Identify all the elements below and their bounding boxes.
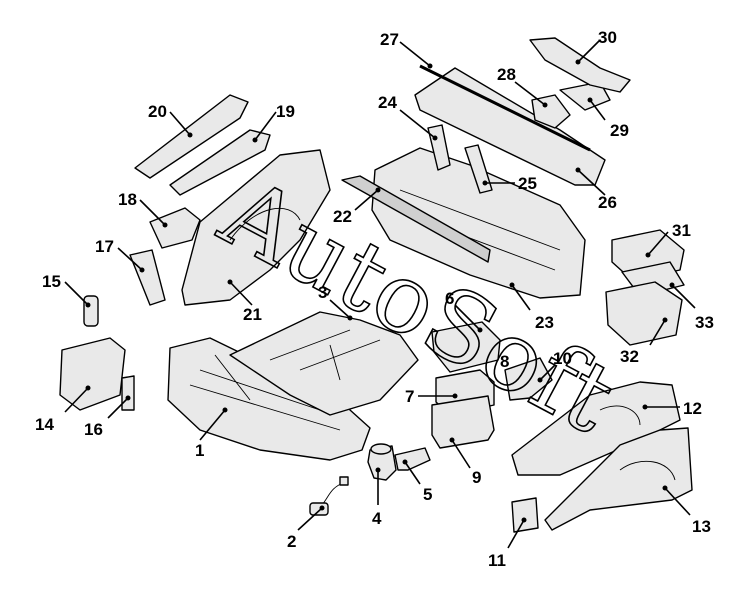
part-32-tray	[605, 281, 683, 346]
part-19-rail	[169, 129, 271, 196]
part-12-wheelhouse-upper	[511, 381, 681, 476]
callout-6: 6	[445, 289, 454, 308]
part-3-center-floor	[229, 311, 419, 416]
callout-15: 15	[42, 272, 61, 291]
part-6-battery-tray	[431, 321, 501, 373]
part-30-frame	[529, 37, 631, 93]
part-14-reservoir	[59, 337, 126, 411]
part-4-pump	[367, 443, 397, 481]
part-10-latch	[504, 357, 553, 401]
callout-31: 31	[672, 221, 691, 240]
callout-30: 30	[598, 28, 617, 47]
callout-labels: 1 2 3 4 5 6 7 8 9 10 11 12 13 14 15 16 1…	[35, 28, 714, 570]
callout-11: 11	[488, 551, 506, 570]
part-5-bracket	[394, 447, 431, 471]
callout-16: 16	[84, 420, 103, 439]
callout-14: 14	[35, 415, 54, 434]
leader-lines	[64, 39, 696, 549]
part-26-scuttle	[414, 67, 606, 186]
callout-19: 19	[276, 102, 295, 121]
part-2-sensor-cable	[309, 476, 349, 516]
part-17-bracket	[129, 249, 166, 306]
callout-29: 29	[610, 121, 629, 140]
callout-23: 23	[535, 313, 554, 332]
callout-8: 8	[500, 352, 509, 371]
callout-12: 12	[683, 399, 702, 418]
callout-5: 5	[423, 485, 432, 504]
callout-20: 20	[148, 102, 167, 121]
callout-17: 17	[95, 237, 114, 256]
callout-21: 21	[243, 305, 262, 324]
part-29-bracket	[559, 81, 611, 111]
part-15-cap	[83, 295, 99, 327]
part-16-clip	[121, 375, 135, 411]
part-23-bulkhead	[371, 147, 586, 299]
callout-28: 28	[497, 65, 516, 84]
callout-24: 24	[378, 93, 397, 112]
callout-10: 10	[553, 349, 572, 368]
callout-18: 18	[118, 190, 137, 209]
callout-3: 3	[318, 283, 327, 302]
part-22-crossmember	[341, 175, 491, 263]
part-27-seal	[419, 64, 591, 152]
callout-7: 7	[405, 387, 414, 406]
callout-26: 26	[598, 193, 617, 212]
part-18-support	[149, 207, 201, 249]
callout-25: 25	[518, 174, 537, 193]
callout-9: 9	[472, 468, 481, 487]
callout-33: 33	[695, 313, 714, 332]
part-11-plate	[511, 497, 539, 533]
callout-2: 2	[287, 532, 296, 551]
callout-1: 1	[195, 441, 204, 460]
callout-27: 27	[380, 30, 399, 49]
callout-13: 13	[692, 517, 711, 536]
callout-32: 32	[620, 347, 639, 366]
callout-4: 4	[372, 509, 382, 528]
part-21-inner-wing	[181, 149, 331, 306]
part-9-battery-box	[431, 395, 495, 449]
part-13-wheelhouse-lower	[544, 427, 693, 531]
callout-22: 22	[333, 207, 352, 226]
